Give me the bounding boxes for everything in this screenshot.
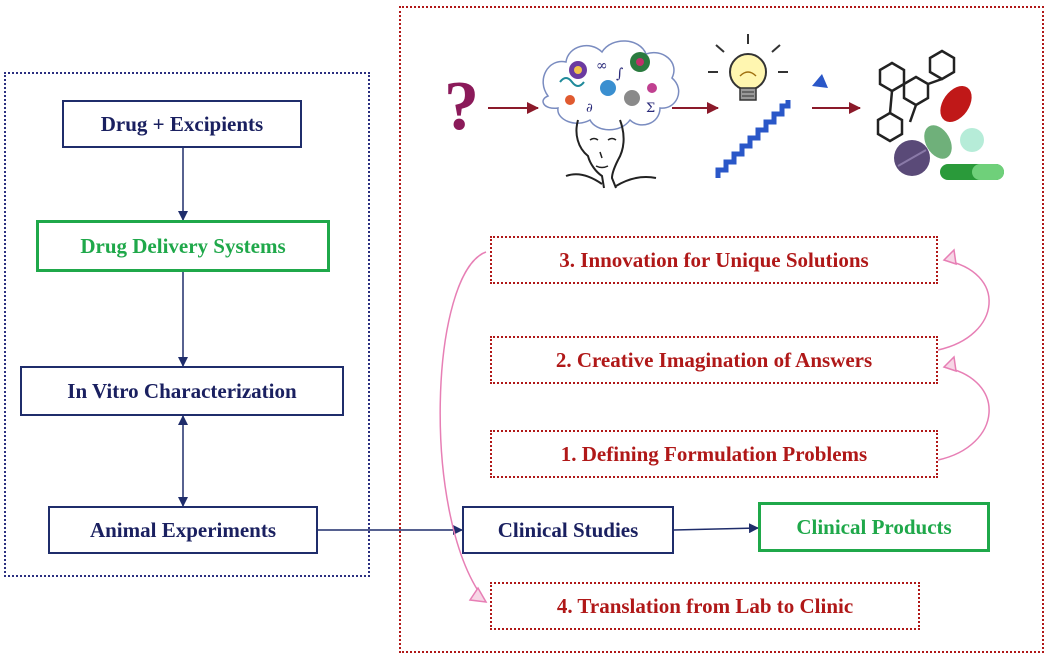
question-mark: ? (444, 68, 479, 145)
horizontal-flow-arrows (318, 523, 759, 535)
animal-experiments-label: Animal Experiments (89, 517, 277, 542)
head-outline (575, 119, 625, 189)
in-vitro-characterization-box: In Vitro Characterization (20, 366, 344, 416)
right-panel-frame (399, 6, 1044, 653)
arrow-clinical-studies-to-products (673, 523, 759, 534)
green-white-capsule (924, 125, 952, 159)
lightbulb-staircase-illustration (708, 34, 828, 178)
drug-excipients-label: Drug + Excipients (100, 111, 264, 136)
svg-text:∂: ∂ (586, 101, 593, 116)
thinking-head-illustration: ∞ ∫ ∂ Σ (542, 40, 680, 189)
staircase-arrow (715, 100, 791, 178)
left-panel-frame (4, 72, 370, 577)
red-capsule (940, 85, 972, 123)
svg-text:∞: ∞ (596, 58, 608, 74)
step3-label: 3. Innovation for Unique Solutions (559, 247, 869, 272)
step4-translation-box: 4. Translation from Lab to Clinic (490, 582, 920, 630)
clinical-products-box: Clinical Products (758, 502, 990, 552)
svg-text:Σ: Σ (646, 101, 655, 116)
svg-text:∫: ∫ (616, 66, 623, 82)
step2-label: 2. Creative Imagination of Answers (555, 347, 873, 372)
clinical-products-label: Clinical Products (796, 514, 952, 539)
clinical-studies-box: Clinical Studies (462, 506, 674, 554)
drug-delivery-systems-label: Drug Delivery Systems (80, 233, 286, 258)
animal-experiments-box: Animal Experiments (48, 506, 318, 554)
step4-label: 4. Translation from Lab to Clinic (556, 593, 854, 618)
curve-arrow-2-to-3 (937, 259, 990, 351)
step3-innovation-box: 3. Innovation for Unique Solutions (490, 236, 938, 284)
step1-defining-box: 1. Defining Formulation Problems (490, 430, 938, 478)
curve-arrow-1-to-2 (937, 366, 990, 461)
step1-label: 1. Defining Formulation Problems (560, 441, 868, 466)
drug-excipients-box: Drug + Excipients (62, 100, 302, 148)
molecules-pills-illustration (876, 49, 1004, 180)
pink-cycle-arrows (439, 248, 990, 603)
mint-tablet (960, 128, 984, 152)
in-vitro-characterization-label: In Vitro Characterization (67, 378, 297, 403)
curve-arrow-3-to-4 (439, 251, 487, 603)
lightbulb-icon (708, 34, 788, 101)
drug-delivery-systems-box: Drug Delivery Systems (36, 220, 330, 272)
clinical-studies-label: Clinical Studies (497, 517, 639, 542)
step2-imagination-box: 2. Creative Imagination of Answers (490, 336, 938, 384)
